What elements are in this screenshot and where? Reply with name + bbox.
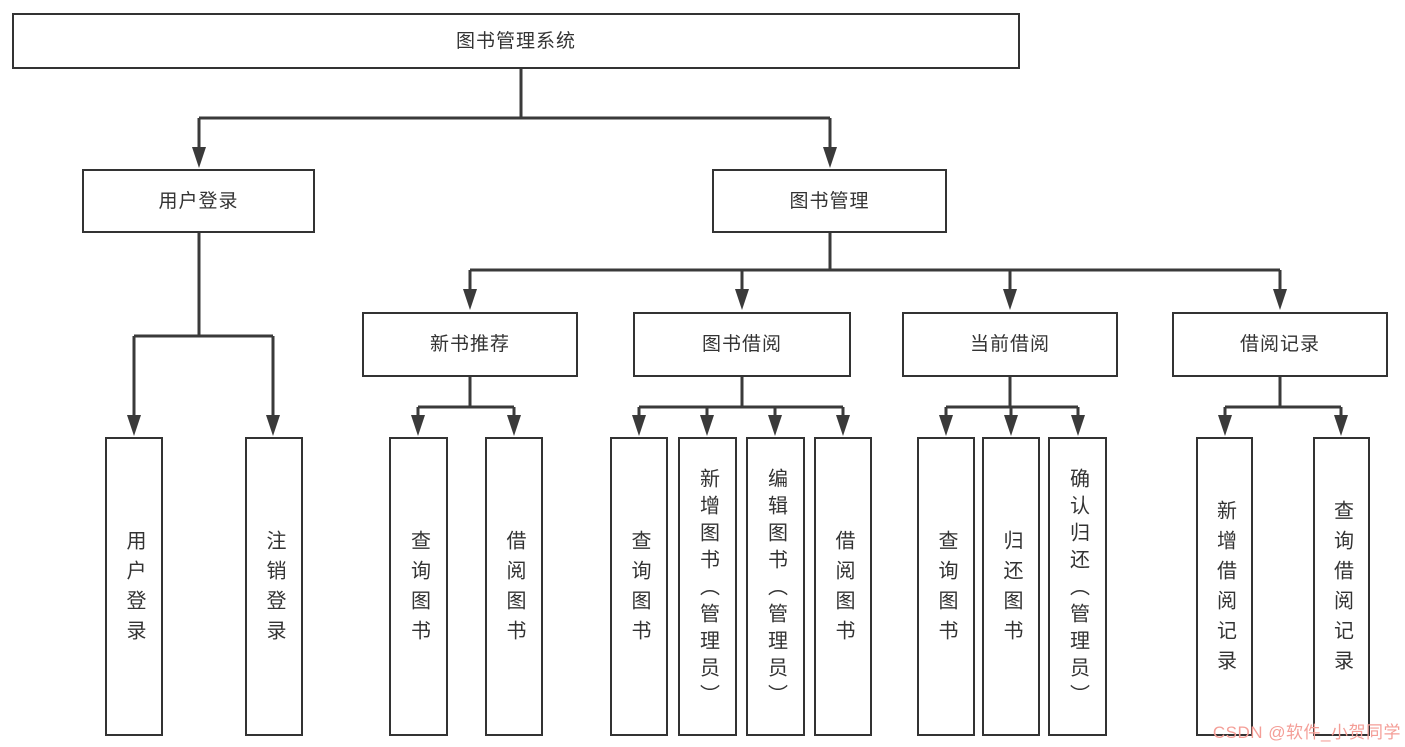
leaf-logout: 注销登录 bbox=[245, 437, 303, 736]
leaf-search-books-recommend: 查询图书 bbox=[389, 437, 448, 736]
node-book-management-group: 图书管理 bbox=[712, 169, 947, 233]
leaf-user-login: 用户登录 bbox=[105, 437, 163, 736]
leaf-edit-book-admin: 编辑图书（管理员） bbox=[746, 437, 805, 736]
leaf-add-book-admin: 新增图书（管理员） bbox=[678, 437, 737, 736]
node-new-book-recommendation: 新书推荐 bbox=[362, 312, 578, 377]
node-library-management-system: 图书管理系统 bbox=[12, 13, 1020, 69]
leaf-search-books-current: 查询图书 bbox=[917, 437, 975, 736]
csdn-watermark: CSDN @软件_小贺同学 bbox=[1212, 723, 1401, 742]
leaf-borrow-books-recommend: 借阅图书 bbox=[485, 437, 543, 736]
leaf-return-book: 归还图书 bbox=[982, 437, 1040, 736]
leaf-borrow-books: 借阅图书 bbox=[814, 437, 872, 736]
leaf-add-borrow-record: 新增借阅记录 bbox=[1196, 437, 1253, 736]
leaf-search-borrow-record: 查询借阅记录 bbox=[1313, 437, 1370, 736]
node-book-borrowing: 图书借阅 bbox=[633, 312, 851, 377]
leaf-confirm-return-admin: 确认归还（管理员） bbox=[1048, 437, 1107, 736]
node-user-login-group: 用户登录 bbox=[82, 169, 315, 233]
node-borrowing-records: 借阅记录 bbox=[1172, 312, 1388, 377]
node-current-borrowing: 当前借阅 bbox=[902, 312, 1118, 377]
leaf-search-books-borrowing: 查询图书 bbox=[610, 437, 668, 736]
